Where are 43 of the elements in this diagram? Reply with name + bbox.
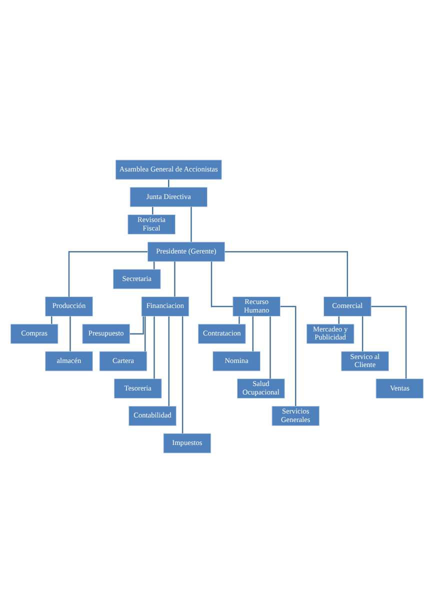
connector <box>280 306 296 406</box>
node-box: Comercial <box>324 296 372 317</box>
connector <box>130 316 144 334</box>
node-box: Servicios Generales <box>272 406 320 426</box>
node-box: Ventas <box>376 378 424 399</box>
connector <box>152 206 154 214</box>
connector <box>252 316 254 352</box>
connector <box>238 316 240 324</box>
connector <box>371 306 407 379</box>
connector <box>144 316 146 352</box>
node-box: Recurso Humano <box>232 296 280 317</box>
connector <box>182 316 184 434</box>
node-box: Servico al Cliente <box>341 351 389 372</box>
connector <box>362 316 364 352</box>
node-box: Asamblea General de Accionistas <box>115 160 222 180</box>
connector <box>210 262 233 308</box>
connector <box>168 180 170 188</box>
node-box: Tesoreria <box>114 378 162 399</box>
node-box: Contabilidad <box>128 406 176 426</box>
node-box: almacén <box>45 351 93 372</box>
node-box: Producción <box>45 296 93 317</box>
connector <box>224 251 348 297</box>
node-box: Nomina <box>212 351 260 372</box>
connector <box>168 316 170 406</box>
node-box: Secretaria <box>112 269 161 290</box>
node-box: Salud Ocupacional <box>237 378 285 399</box>
node-box: Presupuesto <box>82 324 130 344</box>
node-box: Financiacion <box>141 296 190 317</box>
node-box: Mercadeo y Publicidad <box>306 324 354 344</box>
connector <box>190 206 192 242</box>
node-box: Junta Directiva <box>130 187 208 208</box>
node-box: Cartera <box>99 351 148 372</box>
connector <box>51 316 52 324</box>
connector <box>68 251 148 297</box>
connector <box>154 316 155 379</box>
node-box: Contratacion <box>198 324 246 344</box>
connector <box>174 262 176 297</box>
node-box: Presidente (Gerente) <box>147 242 226 262</box>
connector <box>70 316 71 352</box>
connector <box>270 316 271 379</box>
node-box: Compras <box>10 324 58 344</box>
node-box: Revisoria Fiscal <box>128 214 176 234</box>
node-box: Impuestos <box>163 433 212 454</box>
